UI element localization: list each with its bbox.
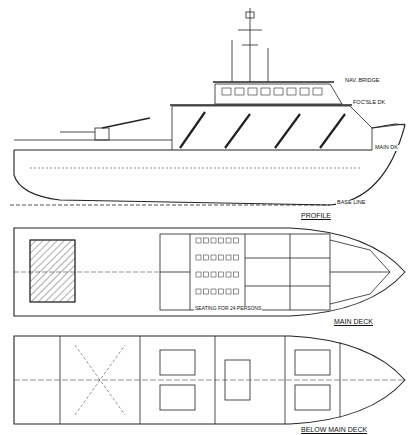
- window-symbol: [222, 88, 231, 95]
- main-deck-plan: [14, 228, 405, 316]
- window-symbol: [313, 88, 322, 95]
- seat-symbol: [204, 272, 209, 277]
- view-title: BELOW MAIN DECK: [300, 426, 368, 433]
- seat-symbol: [234, 238, 239, 243]
- window-symbol: [274, 88, 283, 95]
- window-symbol: [248, 88, 257, 95]
- seat-symbol: [226, 272, 231, 277]
- seat-symbol: [211, 272, 216, 277]
- seat-symbol: [219, 255, 224, 260]
- below-main-deck-plan: [14, 336, 405, 424]
- seat-symbol: [204, 289, 209, 294]
- seat-symbol: [204, 238, 209, 243]
- profile-view: [10, 8, 405, 217]
- seat-symbol: [226, 289, 231, 294]
- seat-symbol: [226, 238, 231, 243]
- seat-symbol: [196, 289, 201, 294]
- window-symbol: [261, 88, 270, 95]
- seat-symbol: [219, 238, 224, 243]
- seat-symbol: [204, 255, 209, 260]
- view-title: PROFILE: [300, 212, 332, 219]
- seat-symbol: [196, 238, 201, 243]
- seat-symbol: [234, 255, 239, 260]
- deck-label: SEATING FOR 24 PERSONS: [194, 306, 262, 311]
- seat-symbol: [211, 238, 216, 243]
- deck-label: FOC'SLE DK: [352, 100, 386, 106]
- view-title: MAIN DECK: [333, 318, 374, 325]
- seat-symbol: [211, 255, 216, 260]
- deck-label: NAV. BRIDGE: [344, 78, 381, 84]
- seat-symbol: [196, 255, 201, 260]
- window-symbol: [287, 88, 296, 95]
- seat-symbol: [226, 255, 231, 260]
- window-symbol: [235, 88, 244, 95]
- seat-symbol: [234, 272, 239, 277]
- seat-symbol: [196, 272, 201, 277]
- seat-symbol: [219, 289, 224, 294]
- seat-symbol: [234, 289, 239, 294]
- deck-label: BASE LINE: [336, 200, 366, 206]
- seat-symbol: [219, 272, 224, 277]
- seat-symbol: [211, 289, 216, 294]
- window-symbol: [300, 88, 309, 95]
- deck-label: MAIN DK: [374, 145, 399, 151]
